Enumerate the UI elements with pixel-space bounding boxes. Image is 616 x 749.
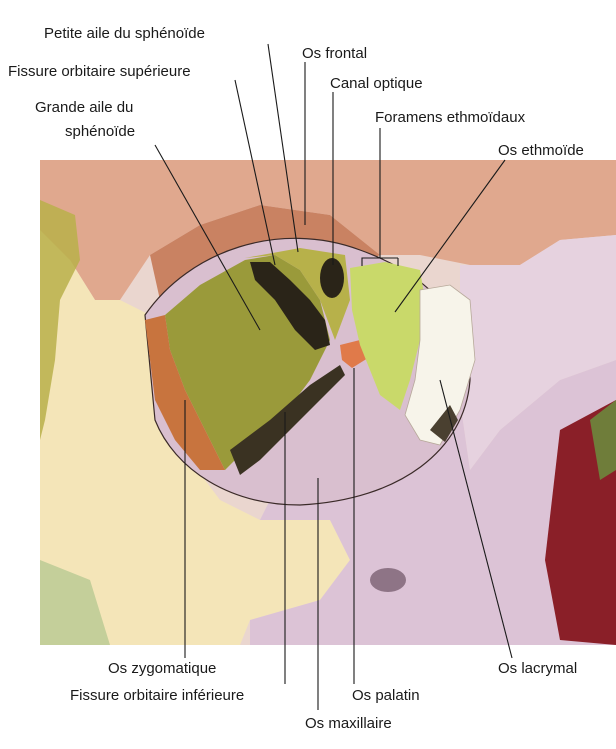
label-os-frontal: Os frontal [302,45,367,62]
label-fissure-sup: Fissure orbitaire supérieure [8,63,191,80]
label-os-lacrymal: Os lacrymal [498,660,577,677]
label-os-palatin: Os palatin [352,687,420,704]
label-fissure-inf: Fissure orbitaire inférieure [70,687,244,704]
optic-canal [320,258,344,298]
label-os-ethmoide: Os ethmoïde [498,142,584,159]
orbit-illustration [40,160,616,645]
label-canal-optique: Canal optique [330,75,423,92]
infraorbital-foramen [370,568,406,592]
label-foramens: Foramens ethmoïdaux [375,109,526,126]
label-os-zygomatique: Os zygomatique [108,660,216,677]
label-grande-aile-line1: Grande aile du [35,99,133,116]
label-petite-aile: Petite aile du sphénoïde [44,25,205,42]
label-os-maxillaire: Os maxillaire [305,715,392,732]
label-grande-aile-line2: sphénoïde [65,123,135,140]
